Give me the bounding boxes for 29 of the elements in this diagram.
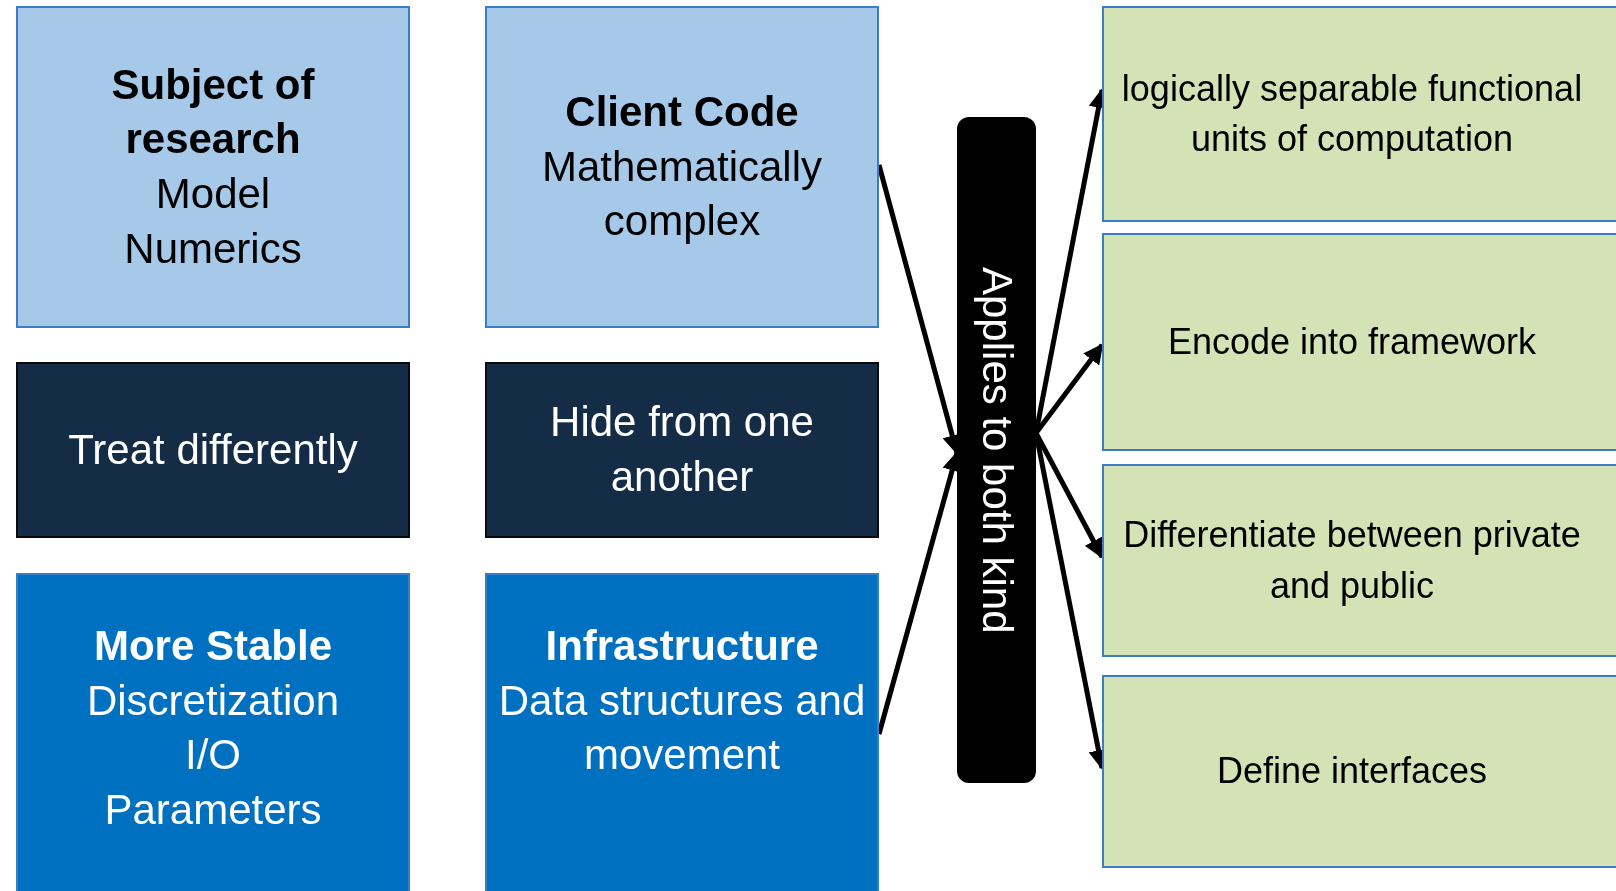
banner-text: Applies to both kind: [972, 266, 1021, 634]
text-box: [485, 6, 879, 328]
text-box: [485, 573, 879, 891]
text-box: [1102, 675, 1616, 868]
box-text: Encode into framework: [1167, 319, 1537, 364]
box-heading: Client Code: [565, 87, 799, 138]
box-text: Data structures and movement: [497, 675, 867, 781]
box-heading: More Stable: [93, 621, 333, 671]
text-box: [1102, 6, 1616, 222]
box-text: I/O: [185, 730, 241, 781]
text-box: [1102, 233, 1616, 451]
box-text: Define interfaces: [1216, 749, 1488, 794]
vertical-banner: [957, 117, 1036, 783]
box-text: Differentiate between private and public: [1122, 513, 1582, 608]
box-text: Mathematically complex: [540, 141, 824, 247]
text-box: [485, 362, 879, 538]
text-box: [1102, 464, 1616, 657]
box-text: Treat differently: [68, 424, 358, 475]
box-heading: Infrastructure: [545, 621, 819, 671]
box-text: logically separable functional units of computation: [1120, 66, 1584, 161]
box-text: Hide from one another: [549, 397, 815, 502]
text-box: [16, 362, 410, 538]
box-text: Model: [155, 169, 271, 219]
text-box: [16, 573, 410, 891]
text-box: [16, 6, 410, 328]
box-heading: Subject of research: [110, 59, 316, 165]
box-text: Parameters: [104, 784, 322, 835]
box-text: Numerics: [124, 223, 302, 274]
box-text: Discretization: [86, 675, 340, 726]
